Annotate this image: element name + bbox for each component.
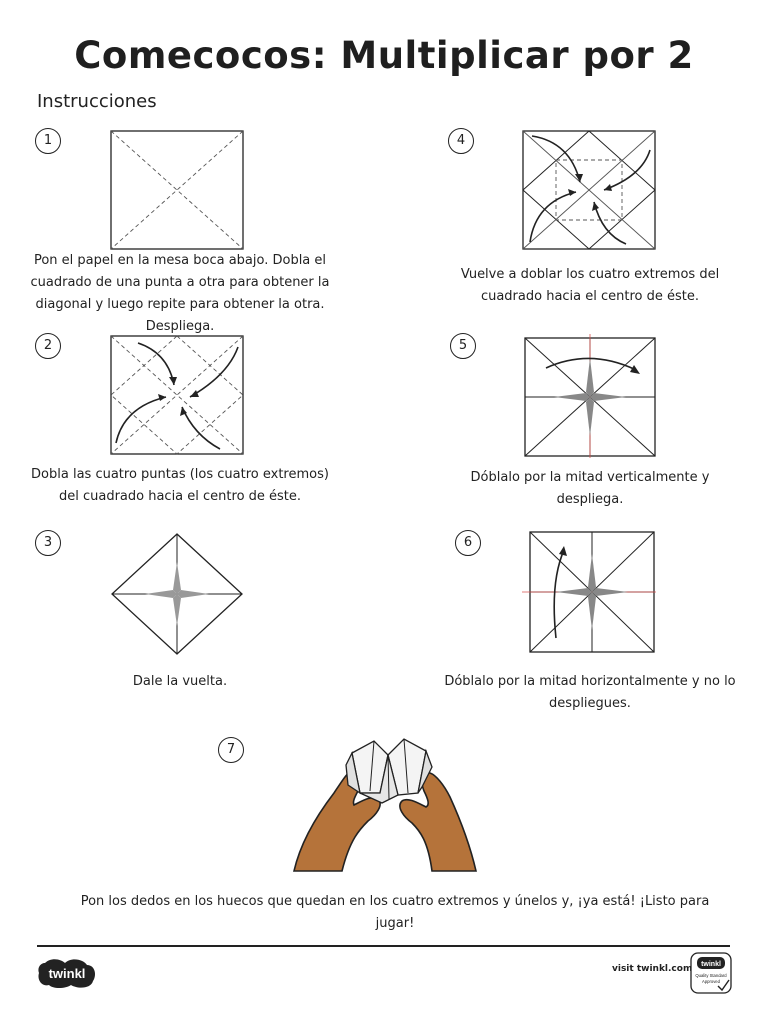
check-icon: [717, 979, 730, 992]
instructions-heading: Instrucciones: [37, 91, 157, 112]
step-6-diagram: [522, 531, 656, 653]
hands-holding-fortune-teller-illustration: [292, 738, 478, 872]
visit-link[interactable]: visit twinkl.com: [612, 964, 693, 974]
footer-divider: [37, 945, 730, 947]
step-6-number: 6: [455, 530, 481, 556]
step-4-diagram: [522, 130, 656, 250]
step-4-number: 4: [448, 128, 474, 154]
step-7-caption: Pon los dedos en los huecos que quedan e…: [80, 894, 710, 931]
step-3-diagram: [111, 533, 243, 655]
step-2-caption: Dobla las cuatro puntas (los cuatro extr…: [31, 467, 329, 504]
badge-line-1: Quality Standard: [695, 973, 727, 978]
step-1-diagram: [110, 130, 244, 250]
step-3-caption: Dale la vuelta.: [132, 674, 228, 689]
step-1-caption: Pon el papel en la mesa boca abajo. Dobl…: [30, 253, 330, 334]
step-2-number: 2: [35, 333, 61, 359]
step-6-caption: Dóblalo por la mitad horizontalmente y n…: [444, 674, 736, 711]
quality-standard-badge: twinkl Quality Standard Approved: [690, 952, 732, 994]
step-3-number: 3: [35, 530, 61, 556]
badge-line-2: Approved: [702, 979, 721, 984]
step-1-number: 1: [35, 128, 61, 154]
twinkl-logo[interactable]: twinkl: [37, 957, 97, 989]
step-4-caption: Vuelve a doblar los cuatro extremos del …: [460, 267, 720, 304]
page-title: Comecocos: Multiplicar por 2: [74, 34, 694, 77]
step-7-number: 7: [218, 737, 244, 763]
badge-brand-text: twinkl: [701, 961, 721, 968]
step-5-caption: Dóblalo por la mitad verticalmente y des…: [470, 470, 710, 507]
twinkl-logo-text: twinkl: [49, 966, 86, 981]
step-2-diagram: [110, 335, 244, 455]
step-5-diagram: [524, 334, 656, 458]
step-5-number: 5: [450, 333, 476, 359]
